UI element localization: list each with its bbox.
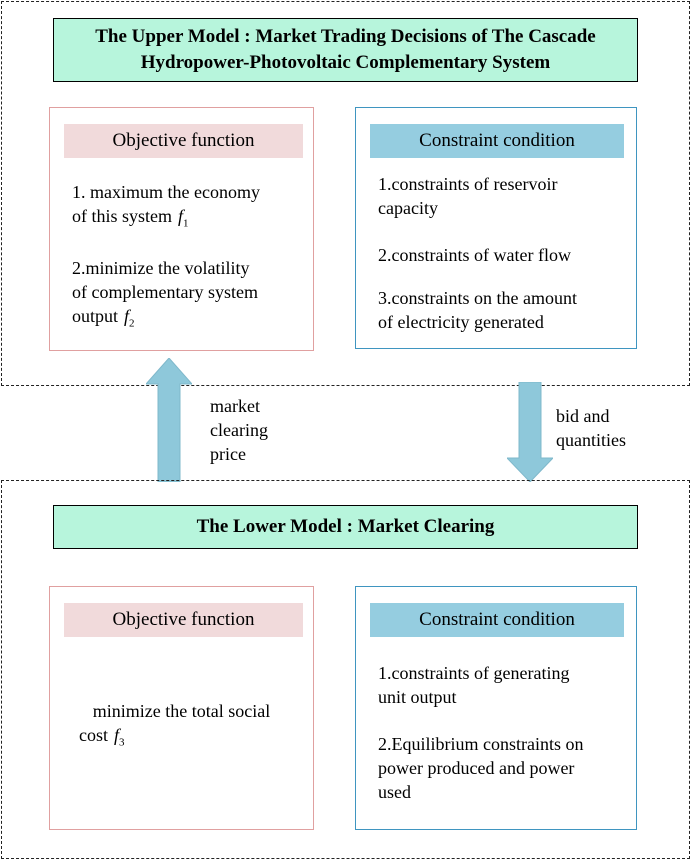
upper-constraint-item-3-line-2: of electricity generated xyxy=(378,312,544,332)
lower-objective-item-1-text: cost xyxy=(79,725,108,745)
upper-objective-item-1-text: of this system xyxy=(72,206,173,226)
up-arrow xyxy=(146,358,192,482)
lower-model-title: The Lower Model : Market Clearing xyxy=(53,505,638,549)
upper-model-frame xyxy=(1,1,690,386)
upper-constraint-item-1-line-1: 1.constraints of reservoir xyxy=(378,174,558,194)
upper-constraint-heading: Constraint condition xyxy=(370,124,624,158)
formula-f1-symbol: f xyxy=(178,206,184,226)
upper-title-line-2: Hydropower-Photovoltaic Complementary Sy… xyxy=(140,52,551,73)
lower-constraint-item-2-line-1: 2.Equilibrium constraints on xyxy=(378,734,584,754)
lower-constraint-item-1: 1.constraints of generating unit output xyxy=(378,661,630,709)
upper-constraint-item-1: 1.constraints of reservoir capacity xyxy=(378,172,630,220)
formula-f2-symbol: f xyxy=(124,306,130,326)
formula-f3: f3 xyxy=(114,725,125,749)
formula-f1: f1 xyxy=(178,206,189,230)
down-label-line-2: quantities xyxy=(556,430,626,450)
lower-constraint-panel: Constraint condition 1.constraints of ge… xyxy=(355,586,637,830)
upper-constraint-item-2: 2.constraints of water flow xyxy=(378,245,571,265)
down-label-line-1: bid and xyxy=(556,406,610,426)
market-clearing-price-label: market clearing price xyxy=(210,394,268,466)
up-label-line-1: market xyxy=(210,396,260,416)
lower-constraint-item-1-line-2: unit output xyxy=(378,687,457,707)
lower-constraint-item-2: 2.Equilibrium constraints on power produ… xyxy=(378,732,630,804)
lower-constraint-item-2-line-3: used xyxy=(378,782,411,802)
bid-and-quantities-label: bid and quantities xyxy=(556,404,626,452)
lower-constraint-item-1-line-1: 1.constraints of generating xyxy=(378,663,570,683)
formula-f3-symbol: f xyxy=(114,725,120,745)
upper-objective-item-2: 2.minimize the volatility of complementa… xyxy=(72,256,324,336)
formula-f3-subscript: 3 xyxy=(119,736,125,749)
upper-objective-panel: Objective function 1. maximum the econom… xyxy=(49,107,314,351)
lower-objective-panel: Objective function minimize the total so… xyxy=(49,586,314,830)
upper-objective-item-2-line-1: 2.minimize the volatility xyxy=(72,258,250,278)
upper-objective-heading: Objective function xyxy=(64,124,303,158)
upper-objective-item-2-line-2: of complementary system xyxy=(72,282,258,302)
lower-objective-item-1-line-1: minimize the total social xyxy=(92,701,271,721)
upper-objective-item-2-text: output xyxy=(72,306,119,326)
upper-constraint-item-3: 3.constraints on the amount of electrici… xyxy=(378,286,630,334)
lower-constraint-heading: Constraint condition xyxy=(370,603,624,637)
formula-f2-subscript: 2 xyxy=(129,317,135,330)
upper-objective-item-1-line-1: 1. maximum the economy xyxy=(72,182,260,202)
upper-constraint-item-3-line-1: 3.constraints on the amount xyxy=(378,288,577,308)
upper-model-title: The Upper Model : Market Trading Decisio… xyxy=(53,18,638,82)
up-arrow-shape xyxy=(146,358,192,482)
lower-constraint-item-2-line-2: power produced and power xyxy=(378,758,575,778)
down-arrow-shape xyxy=(507,382,553,482)
formula-f2: f2 xyxy=(124,306,135,330)
formula-f1-subscript: 1 xyxy=(183,217,189,230)
upper-title-line-1: The Upper Model : Market Trading Decisio… xyxy=(95,26,596,47)
up-label-line-2: clearing xyxy=(210,420,268,440)
up-label-line-3: price xyxy=(210,444,246,464)
upper-constraint-panel: Constraint condition 1.constraints of re… xyxy=(355,107,637,349)
lower-objective-heading: Objective function xyxy=(64,603,303,637)
lower-model-frame xyxy=(1,480,690,859)
upper-constraint-item-1-line-2: capacity xyxy=(378,198,438,218)
down-arrow xyxy=(507,382,553,482)
